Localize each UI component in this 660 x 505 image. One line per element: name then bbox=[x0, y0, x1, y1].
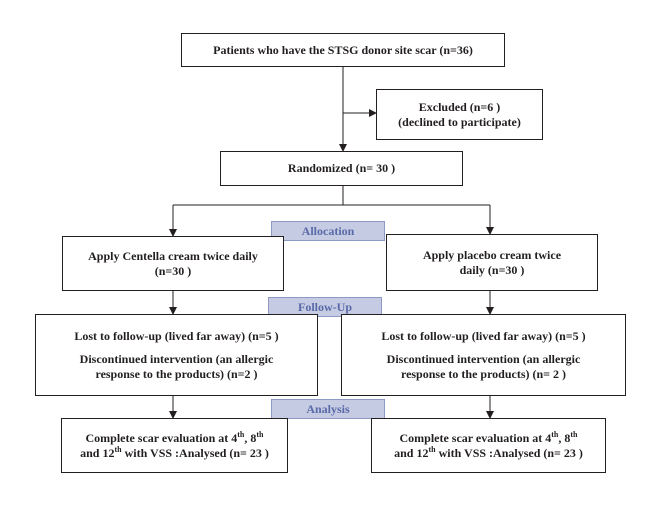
left-analysis-line2: and 12th with VSS :Analysed (n= 23 ) bbox=[80, 444, 269, 460]
box-randomized: Randomized (n= 30 ) bbox=[220, 151, 463, 186]
left-analysis-line1: Complete scar evaluation at 4th, 8th bbox=[85, 429, 264, 445]
right-analysis-line1: Complete scar evaluation at 4th, 8th bbox=[399, 429, 578, 445]
box-left-allocation: Apply Centella cream twice daily (n=30 ) bbox=[62, 236, 284, 291]
box-eligible-patients: Patients who have the STSG donor site sc… bbox=[181, 33, 505, 67]
phase-followup: Follow-Up bbox=[268, 297, 382, 317]
box-excluded: Excluded (n=6 ) (declined to participate… bbox=[376, 89, 543, 140]
right-analysis-line2: and 12th with VSS :Analysed (n= 23 ) bbox=[394, 444, 583, 460]
box-right-analysis: Complete scar evaluation at 4th, 8th and… bbox=[371, 418, 606, 473]
box-left-analysis: Complete scar evaluation at 4th, 8th and… bbox=[61, 418, 288, 473]
box-right-followup: Lost to follow-up (lived far away) (n=5 … bbox=[341, 314, 626, 396]
box-left-followup: Lost to follow-up (lived far away) (n=5 … bbox=[35, 314, 318, 396]
box-right-allocation: Apply placebo cream twice daily (n=30 ) bbox=[386, 234, 598, 291]
phase-analysis: Analysis bbox=[271, 399, 385, 419]
phase-allocation: Allocation bbox=[271, 221, 385, 241]
